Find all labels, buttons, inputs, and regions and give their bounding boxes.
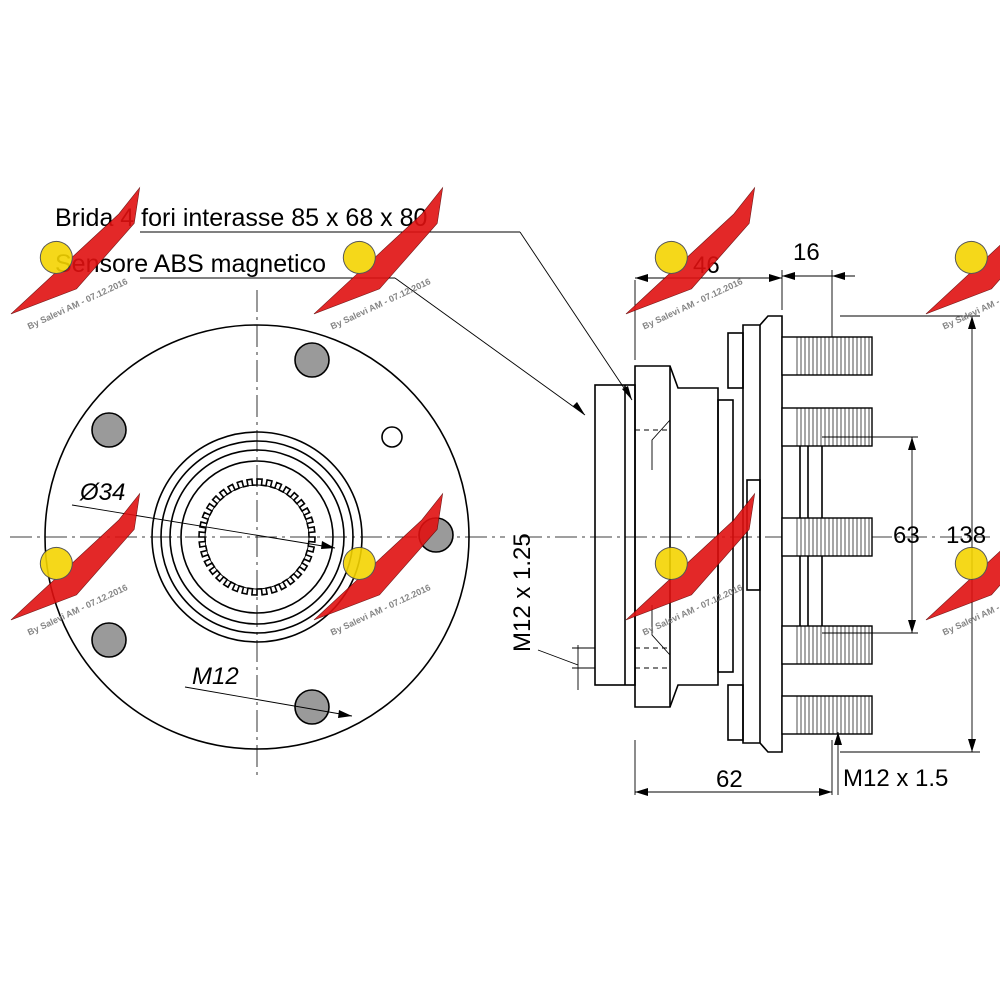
mounting-flange	[634, 365, 719, 708]
watermark-stamp: By Salevi AM - 07.12.2016	[625, 492, 756, 637]
wheel-stud	[781, 695, 873, 735]
arrow	[908, 620, 916, 633]
bolt-hole	[294, 342, 330, 378]
locating-hole	[381, 426, 403, 448]
flange-bore-contour-top	[651, 419, 671, 470]
wheel-icon	[654, 546, 688, 580]
watermark-stamp: By Salevi AM - 07.12.2016	[925, 186, 1000, 331]
dim-63-label: 63	[893, 522, 920, 549]
spline-root-circle	[204, 484, 310, 590]
arrow	[832, 272, 845, 280]
bolt-thread-arrow	[338, 710, 352, 718]
watermark-stamp: By Salevi AM - 07.12.2016	[10, 492, 141, 637]
bolt-hole	[294, 689, 330, 725]
arrow	[769, 274, 782, 282]
splined-bore	[198, 478, 316, 596]
wing-shape	[625, 492, 756, 621]
wing-shape	[313, 186, 444, 315]
side-view: 46 16 62 63 138 M12 x 1.25 M12 x 1.5	[509, 239, 990, 796]
bore-dimension-leader	[71, 504, 336, 549]
thread-stud-label: M12 x 1.5	[843, 765, 948, 792]
dim-138-label: 138	[946, 522, 986, 549]
bolt-thread-label: M12	[192, 663, 239, 690]
flange-outer-circle	[44, 324, 470, 750]
hub-ring-inner	[180, 460, 334, 614]
thread-mount-leader	[537, 649, 579, 666]
wing-shape	[925, 186, 1000, 315]
abs-sensor-ring	[594, 384, 636, 686]
wheel-stud	[781, 407, 873, 447]
wheel-icon	[342, 546, 376, 580]
arrow	[834, 732, 842, 745]
arrow	[635, 788, 648, 796]
sensor-note-leader	[394, 277, 586, 416]
wheel-stud	[781, 517, 873, 557]
bolt-hole	[91, 412, 127, 448]
bolt-thread-leader	[184, 686, 353, 717]
hub-flange	[742, 315, 783, 753]
dim-16-label: 16	[793, 239, 820, 266]
watermark-stamp: By Salevi AM - 07.12.2016	[925, 492, 1000, 637]
arrow	[908, 437, 916, 450]
front-view: Ø34 M12	[10, 290, 505, 775]
wing-shape	[10, 492, 141, 621]
wheel-icon	[954, 240, 988, 274]
wheel-icon	[654, 240, 688, 274]
watermark-stamp: By Salevi AM - 07.12.2016	[313, 492, 444, 637]
watermark-layer: By Salevi AM - 07.12.2016 By Salevi AM - …	[10, 186, 1000, 637]
hub-ring-2	[160, 440, 354, 634]
wheel-stud	[781, 625, 873, 665]
arrow	[782, 272, 795, 280]
hub-ring-outer	[151, 431, 363, 643]
bearing-lip-bottom	[727, 684, 744, 741]
wheel-stud	[781, 336, 873, 376]
wheel-studs	[781, 336, 873, 735]
arrow	[968, 739, 976, 752]
wing-shape	[925, 492, 1000, 621]
bolt-hole	[91, 622, 127, 658]
wheel-icon	[39, 240, 73, 274]
wheel-icon	[954, 546, 988, 580]
sensor-note-arrow	[573, 402, 585, 415]
flange-note-leader	[519, 231, 633, 401]
callouts: Brida 4 fori interasse 85 x 68 x 80 Sens…	[55, 204, 633, 416]
hub-pilot-section	[746, 479, 761, 591]
arrow	[968, 316, 976, 329]
arrow	[635, 274, 648, 282]
bore-diameter-label: Ø34	[79, 479, 125, 506]
wheel-icon	[39, 546, 73, 580]
hub-ring-3	[169, 449, 345, 625]
wheel-icon	[342, 240, 376, 274]
wing-shape	[10, 186, 141, 315]
flange-note-arrow	[622, 386, 632, 400]
bore-dimension-arrow	[321, 541, 335, 549]
arrow	[819, 788, 832, 796]
wing-shape	[625, 186, 756, 315]
wing-shape	[313, 492, 444, 621]
bearing-lip-top	[727, 332, 744, 389]
dim-62-label: 62	[716, 766, 743, 793]
watermark-stamp: By Salevi AM - 07.12.2016	[625, 186, 756, 331]
thread-mount-label: M12 x 1.25	[509, 533, 536, 652]
